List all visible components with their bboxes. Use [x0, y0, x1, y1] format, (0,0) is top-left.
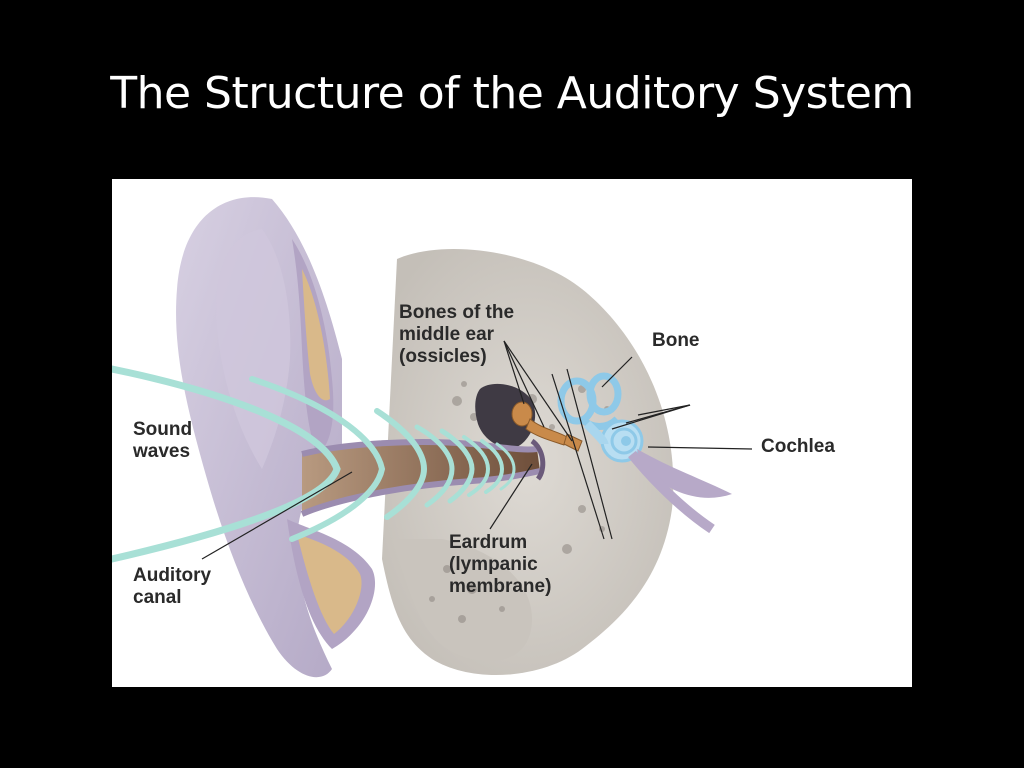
- auditory-nerve: [637, 449, 732, 498]
- pinna-fold: [216, 229, 291, 469]
- ear-illustration: [112, 197, 753, 678]
- eardrum: [530, 438, 546, 481]
- auditory-canal-label: Auditory canal: [133, 565, 212, 608]
- cochlea-label: Cochlea: [761, 436, 835, 457]
- middle-ear-cavity: [475, 383, 536, 448]
- cartilage-tissue-lower: [297, 534, 362, 634]
- cartilage-tissue-upper: [302, 269, 330, 401]
- eardrum-label: Eardrum (lympanic membrane): [449, 532, 552, 597]
- mastoid-bone: [392, 539, 532, 661]
- bone-label: Bone: [652, 330, 700, 351]
- cochlea-shape: [583, 419, 644, 463]
- ear-diagram-figure: Bones of the middle ear (ossicles) Bone …: [112, 179, 912, 687]
- slide-title: The Structure of the Auditory System: [110, 68, 914, 119]
- sound-waves-label: Sound waves: [133, 419, 193, 462]
- sound-waves: [112, 365, 516, 563]
- ossicles-label: Bones of the middle ear (ossicles): [399, 302, 515, 367]
- leader-lines: [201, 340, 753, 560]
